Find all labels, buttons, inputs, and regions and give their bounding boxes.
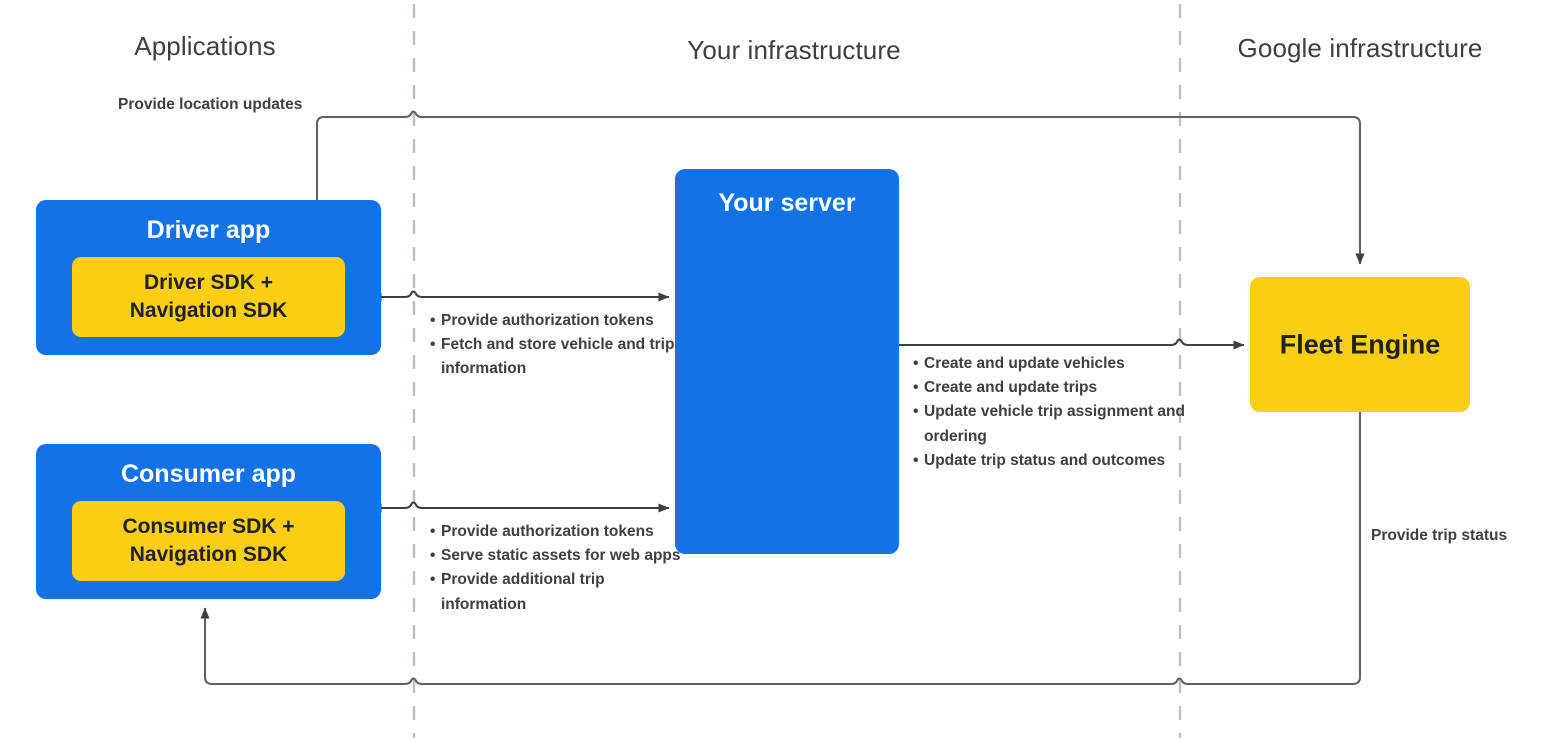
consumer-sdk-chip[interactable]: Consumer SDK + Navigation SDK <box>72 501 345 581</box>
wire-driver-server <box>370 290 670 302</box>
driver-app-title: Driver app <box>146 216 271 244</box>
bullet-item: Update trip status and outcomes <box>913 449 1188 473</box>
bullet-item: Provide authorization tokens <box>430 309 685 333</box>
driver-sdk-label: Driver SDK + Navigation SDK <box>129 271 288 322</box>
edge-label-trip-status: Provide trip status <box>1371 527 1508 544</box>
consumer-app-title: Consumer app <box>120 460 297 488</box>
node-fleet-engine[interactable]: Fleet Engine <box>1250 277 1470 412</box>
bullet-item: Serve static assets for web apps <box>430 544 685 568</box>
zone-title-applications: Applications <box>134 31 276 61</box>
driver-sdk-chip[interactable]: Driver SDK + Navigation SDK <box>72 257 345 337</box>
bullet-item: Create and update trips <box>913 376 1188 400</box>
node-driver-app[interactable]: Driver app Driver SDK + Navigation SDK <box>36 200 381 355</box>
node-your-server[interactable]: Your server <box>675 169 899 554</box>
your-server-title: Your server <box>718 189 856 217</box>
edge-bullets-driver-server: Provide authorization tokens Fetch and s… <box>430 309 685 382</box>
edge-label-location-updates: Provide location updates <box>118 96 303 113</box>
fleet-engine-title: Fleet Engine <box>1279 329 1441 359</box>
edge-bullets-consumer-server: Provide authorization tokens Serve stati… <box>430 520 685 617</box>
node-consumer-app[interactable]: Consumer app Consumer SDK + Navigation S… <box>36 444 381 599</box>
bullet-item: Provide additional trip information <box>430 568 685 616</box>
wire-consumer-server <box>370 501 670 513</box>
bullet-item: Update vehicle trip assignment and order… <box>913 400 1188 448</box>
bullet-item: Fetch and store vehicle and trip informa… <box>430 333 685 381</box>
zone-title-your-infrastructure: Your infrastructure <box>687 35 901 65</box>
consumer-sdk-label: Consumer SDK + Navigation SDK <box>122 515 295 566</box>
bullet-item: Provide authorization tokens <box>430 520 685 544</box>
edge-bullets-server-fleet: Create and update vehicles Create and up… <box>913 352 1188 473</box>
bullet-item: Create and update vehicles <box>913 352 1188 376</box>
wire-server-fleet <box>899 338 1245 350</box>
zone-title-google-infrastructure: Google infrastructure <box>1237 33 1483 63</box>
